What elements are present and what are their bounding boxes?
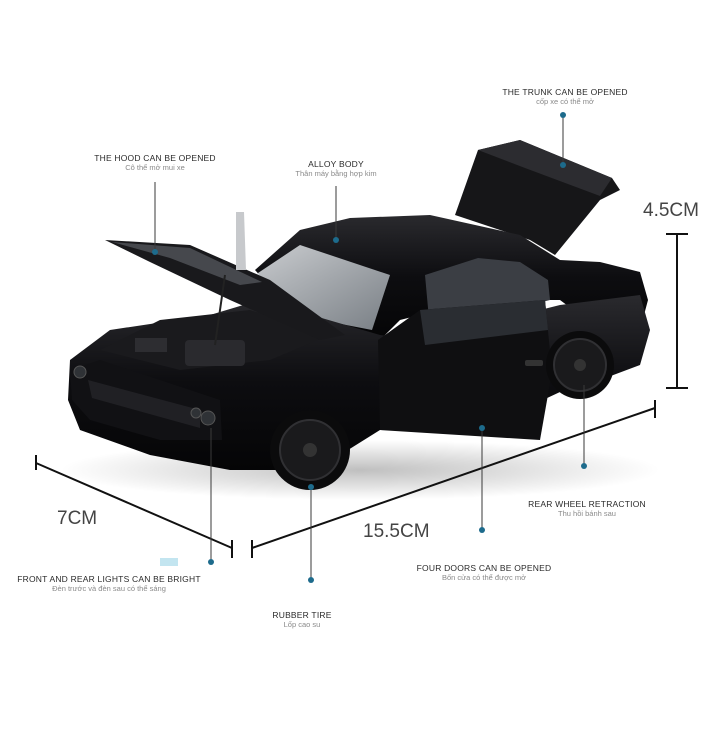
- front-door: [378, 300, 552, 440]
- callout-tire-subtitle: Lốp cao su: [283, 619, 321, 629]
- tire-dot: [308, 484, 314, 490]
- callout-lights: FRONT AND REAR LIGHTS CAN BE BRIGHT Đèn …: [14, 574, 204, 593]
- callout-lights-title: FRONT AND REAR LIGHTS CAN BE BRIGHT: [17, 574, 201, 584]
- trunk-lid: [455, 140, 620, 255]
- front-grille: [88, 380, 200, 428]
- headlight-left: [73, 365, 87, 379]
- callout-lights-subtitle: Đèn trước và đèn sau có thể sáng: [52, 583, 166, 593]
- dimension-height-label: 4.5CM: [643, 200, 699, 221]
- callout-hood-title: THE HOOD CAN BE OPENED: [94, 153, 216, 163]
- callout-trunk-title: THE TRUNK CAN BE OPENED: [502, 87, 628, 97]
- lights-dot: [208, 559, 214, 565]
- callout-body-title: ALLOY BODY: [308, 159, 364, 169]
- hood-lid: [105, 240, 345, 346]
- dimension-width-label: 7CM: [57, 508, 98, 529]
- doors-dot: [479, 425, 485, 431]
- callout-doors-subtitle: Bốn cửa có thể được mở: [441, 572, 527, 582]
- width-dimension: [35, 455, 233, 558]
- headlight-right: [200, 410, 216, 426]
- trunk-dot: [560, 112, 566, 118]
- height-dimension: [666, 233, 688, 389]
- callout-rear-wheel: REAR WHEEL RETRACTION Thu hồi bánh sau: [522, 499, 652, 518]
- callout-hood-subtitle: Cô thể mở mui xe: [125, 162, 185, 172]
- callout-doors-title: FOUR DOORS CAN BE OPENED: [416, 563, 552, 573]
- hood-dot: [152, 249, 158, 255]
- rear-wheel: [546, 331, 614, 399]
- callout-tire: RUBBER TIRE Lốp cao su: [262, 610, 342, 629]
- body-dot: [333, 237, 339, 243]
- rear-wheel-dot: [581, 463, 587, 469]
- callout-tire-title: RUBBER TIRE: [272, 610, 332, 620]
- lights-marker: [160, 558, 178, 566]
- callout-hood: THE HOOD CAN BE OPENED Cô thể mở mui xe: [90, 153, 220, 172]
- dimension-length-label: 15.5CM: [363, 521, 430, 542]
- windshield: [255, 245, 390, 330]
- front-wheel: [270, 410, 350, 490]
- callout-rear-wheel-title: REAR WHEEL RETRACTION: [528, 499, 646, 509]
- callout-trunk: THE TRUNK CAN BE OPENED cốp xe có thể mở: [500, 87, 630, 106]
- callout-trunk-subtitle: cốp xe có thể mở: [536, 96, 594, 106]
- callout-body-subtitle: Thân máy bằng hợp kim: [295, 168, 377, 178]
- callout-rear-wheel-subtitle: Thu hồi bánh sau: [558, 508, 616, 518]
- rear-door-raised: [236, 212, 246, 270]
- length-dimension: [251, 400, 656, 558]
- callout-body: ALLOY BODY Thân máy bằng hợp kim: [276, 159, 396, 178]
- callout-doors: FOUR DOORS CAN BE OPENED Bốn cửa có thể …: [414, 563, 554, 582]
